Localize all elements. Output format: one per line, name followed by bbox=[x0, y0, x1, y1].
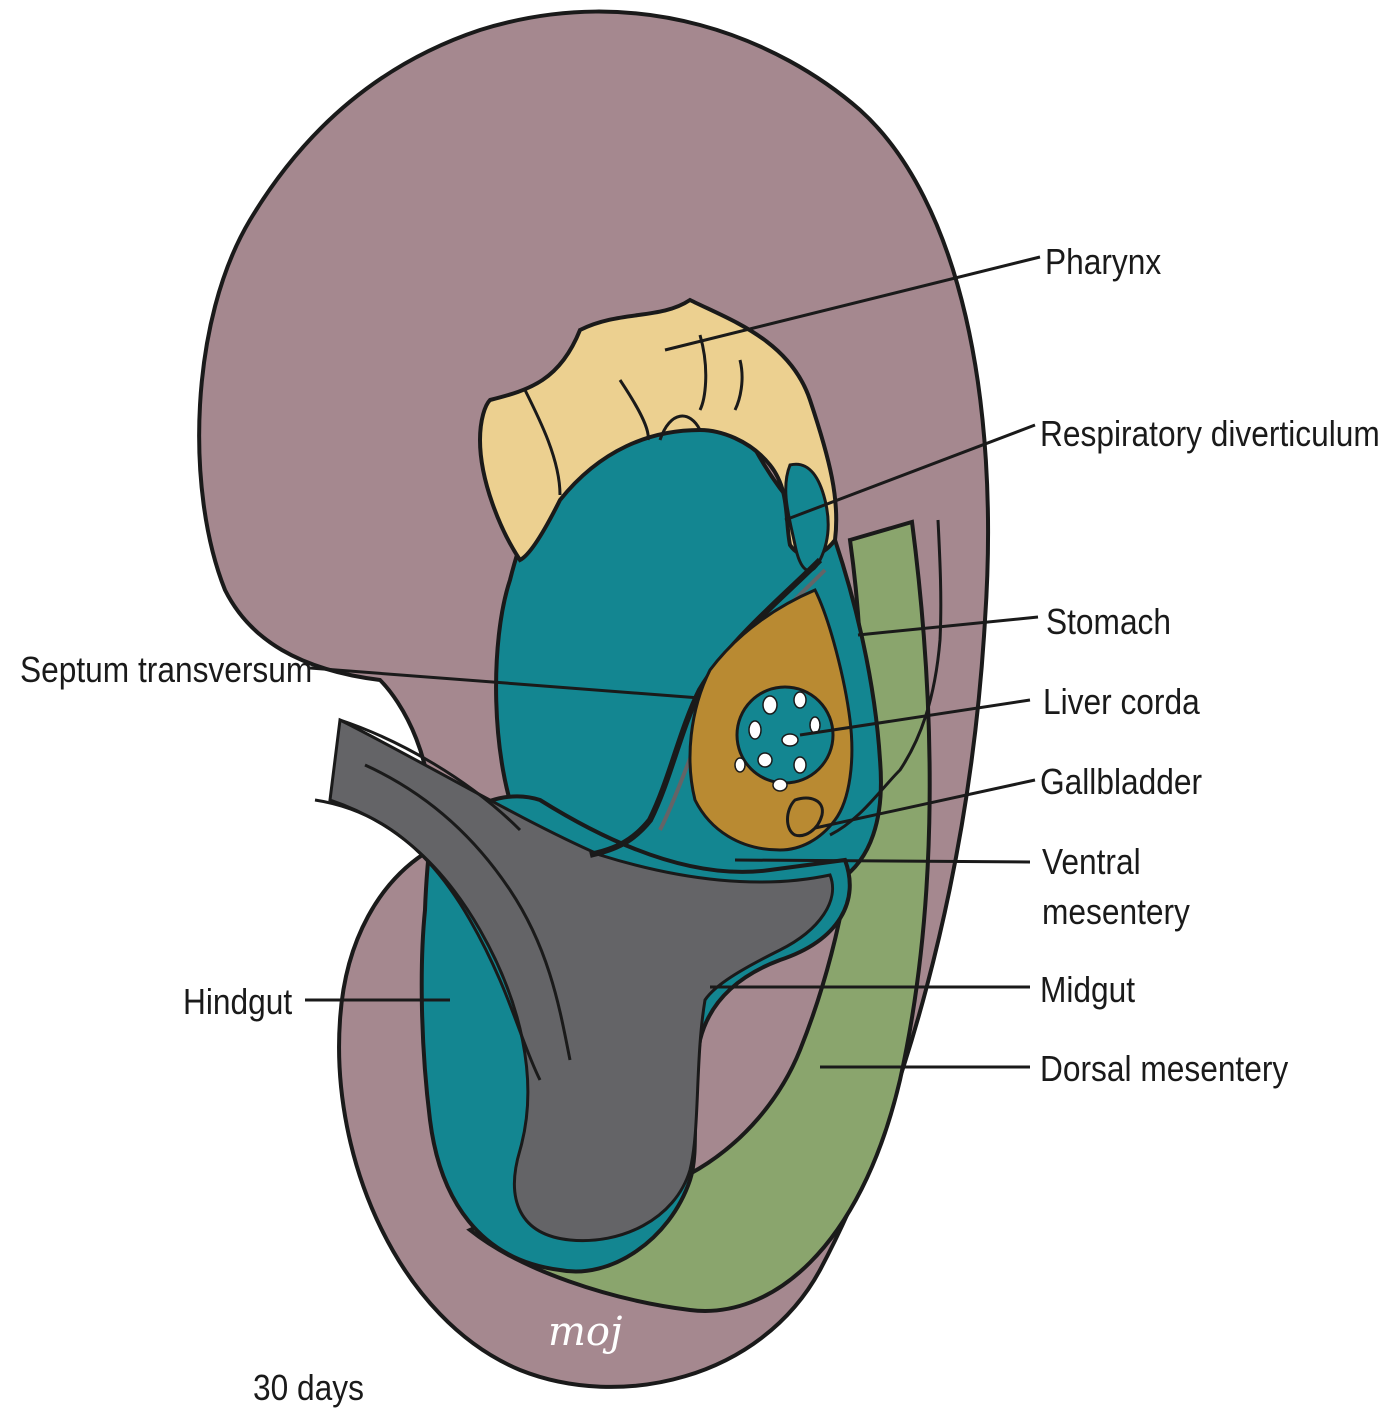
label-hindgut: Hindgut bbox=[183, 980, 292, 1023]
label-ventral-mesentery-2: mesentery bbox=[1042, 890, 1190, 933]
label-midgut: Midgut bbox=[1040, 968, 1135, 1011]
label-respiratory-diverticulum: Respiratory diverticulum bbox=[1040, 412, 1380, 455]
label-septum-transversum: Septum transversum bbox=[20, 648, 312, 691]
label-pharynx: Pharynx bbox=[1045, 240, 1161, 283]
label-stomach: Stomach bbox=[1046, 600, 1171, 643]
label-ventral-mesentery-1: Ventral bbox=[1042, 840, 1141, 883]
illustrator-signature: moj bbox=[548, 1309, 622, 1355]
label-gallbladder: Gallbladder bbox=[1040, 760, 1202, 803]
label-liver-cords: Liver corda bbox=[1043, 680, 1200, 723]
caption-age: 30 days bbox=[253, 1366, 364, 1409]
label-dorsal-mesentery: Dorsal mesentery bbox=[1040, 1047, 1288, 1090]
